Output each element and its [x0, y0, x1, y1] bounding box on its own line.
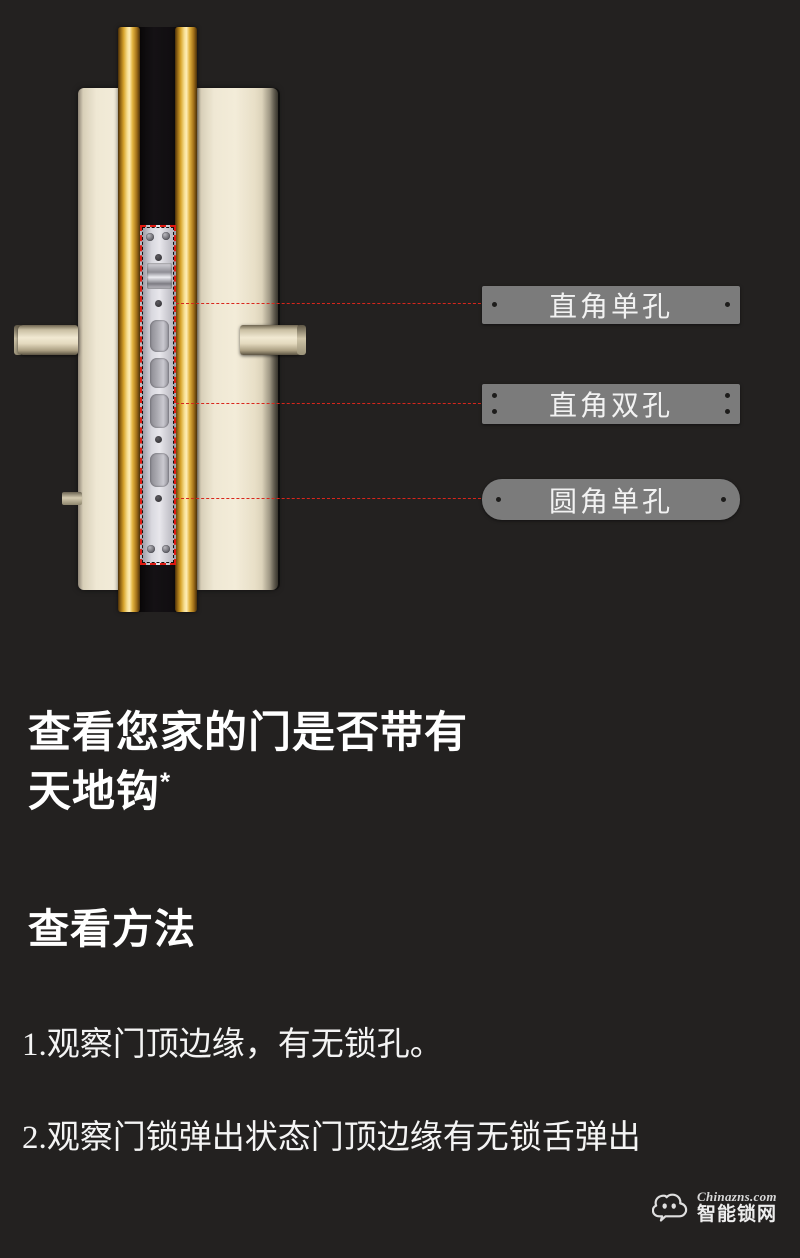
leader-line-3 — [176, 498, 486, 499]
page-title: 查看您家的门是否带有 天地钩* — [28, 704, 748, 823]
faceplate-screw — [162, 545, 170, 553]
gold-rail-right — [175, 27, 197, 612]
plate-hole-icon — [725, 302, 730, 307]
footnote-asterisk: * — [160, 767, 172, 797]
faceplate-hole — [155, 495, 162, 502]
faceplate-hole — [155, 254, 162, 261]
plate-hole-icon — [492, 409, 497, 414]
watermark-domain: Chinazns.com — [697, 1189, 777, 1204]
bolt-slot — [150, 453, 169, 487]
cloud-logo-icon — [652, 1193, 688, 1222]
bolt-slot — [150, 358, 169, 388]
faceplate-screw — [162, 232, 170, 240]
plate-hole-icon — [492, 393, 497, 398]
bolt-slot — [150, 320, 169, 352]
plate-hole-icon — [496, 497, 501, 502]
leader-line-1 — [176, 303, 486, 304]
bolt-slot — [150, 394, 169, 428]
leader-line-2 — [176, 403, 486, 404]
step-item: 1.观察门顶边缘，有无锁孔。 — [22, 1027, 443, 1063]
plate-hole-icon — [725, 393, 730, 398]
faceplate-hole — [155, 300, 162, 307]
plate-hole-icon — [725, 409, 730, 414]
callout-plate-square-single: 直角单孔 — [482, 286, 740, 324]
page-title-text: 查看您家的门是否带有 天地钩 — [28, 709, 468, 817]
callout-plate-rounded-single: 圆角单孔 — [482, 479, 740, 520]
faceplate-screw — [146, 233, 154, 241]
plate-hole-icon — [492, 302, 497, 307]
product-image — [14, 27, 486, 612]
plate-hole-icon — [721, 497, 726, 502]
gold-rail-left — [118, 27, 140, 612]
handle-cap-right — [297, 325, 306, 355]
lock-side-tab — [62, 492, 82, 505]
watermark-text: Chinazns.com 智能锁网 — [697, 1190, 777, 1224]
door-handle-right — [240, 325, 302, 355]
watermark: Chinazns.com 智能锁网 — [652, 1190, 777, 1224]
callout-plate-square-double: 直角双孔 — [482, 384, 740, 424]
faceplate-screw — [147, 545, 155, 553]
faceplate-hole — [155, 436, 162, 443]
callout-label: 直角双孔 — [548, 390, 673, 421]
watermark-name: 智能锁网 — [697, 1204, 778, 1225]
lock-faceplate — [140, 225, 176, 565]
callout-label: 直角单孔 — [548, 291, 673, 322]
lock-latch — [147, 263, 172, 289]
callout-label: 圆角单孔 — [548, 485, 673, 517]
door-handle-left — [18, 325, 78, 355]
section-heading: 查看方法 — [28, 906, 196, 952]
step-item: 2.观察门锁弹出状态门顶边缘有无锁舌弹出 — [22, 1120, 641, 1156]
